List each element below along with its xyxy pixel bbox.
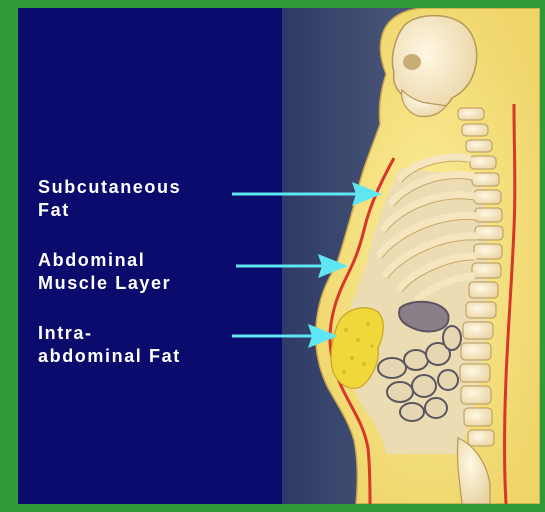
label-intra-abdominal-fat: Intra- abdominal Fat — [38, 322, 181, 368]
label-abdominal-muscle-layer: Abdominal Muscle Layer — [38, 249, 171, 295]
label-subcutaneous-fat: Subcutaneous Fat — [38, 176, 181, 222]
eye-socket — [403, 54, 421, 70]
body-cross-section-illustration — [282, 8, 540, 504]
